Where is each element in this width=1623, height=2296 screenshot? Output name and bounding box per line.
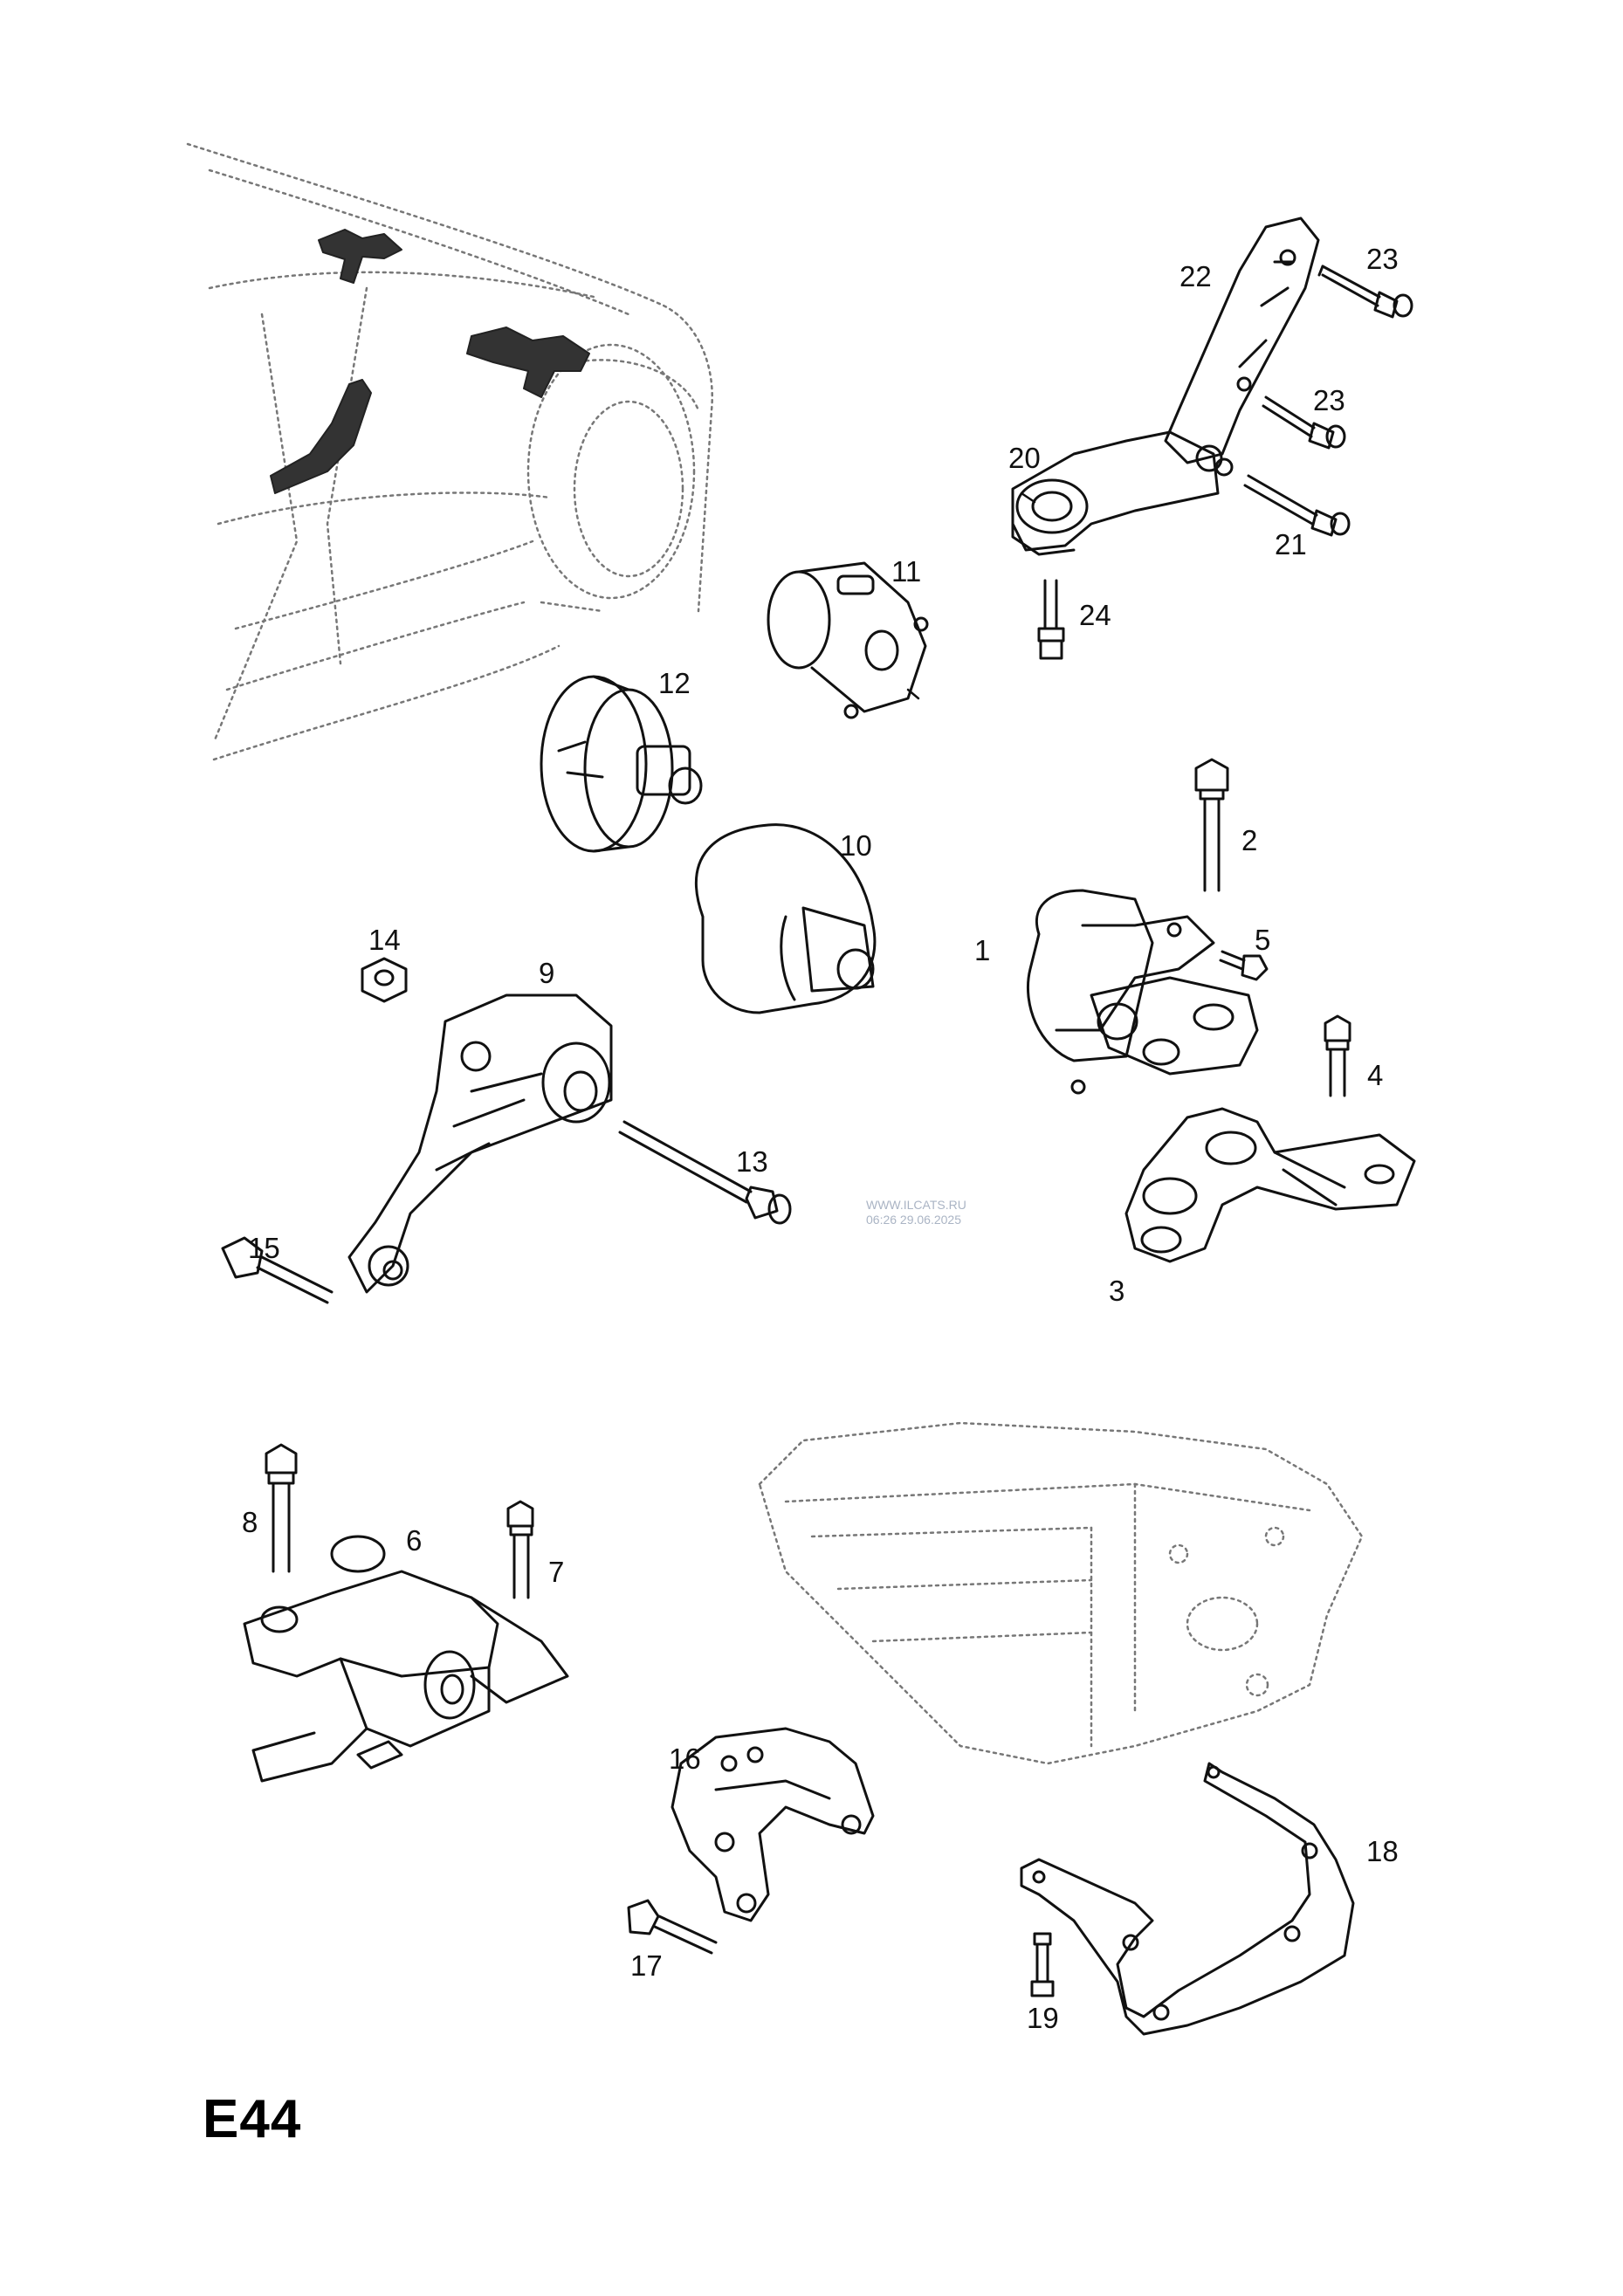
callout-12[interactable]: 12 [658, 667, 691, 699]
callout-19[interactable]: 19 [1027, 2002, 1059, 2034]
callout-9[interactable]: 9 [539, 957, 555, 989]
callout-21[interactable]: 21 [1275, 528, 1307, 560]
callout-8[interactable]: 8 [242, 1506, 258, 1538]
part-14-nut [361, 957, 408, 1003]
callout-17[interactable]: 17 [630, 1949, 663, 1982]
part-3-bracket [1124, 1107, 1416, 1263]
callout-15[interactable]: 15 [248, 1232, 280, 1264]
callout-18[interactable]: 18 [1366, 1835, 1399, 1867]
part-23-bolt-upper [1317, 265, 1413, 319]
part-16-bracket [671, 1727, 875, 1922]
callout-16[interactable]: 16 [669, 1743, 701, 1775]
callout-7[interactable]: 7 [548, 1556, 565, 1588]
part-12-round-mount [540, 675, 703, 853]
callout-5[interactable]: 5 [1255, 924, 1271, 956]
part-17-bolt [627, 1899, 718, 1955]
part-15-bolt [221, 1236, 334, 1304]
engine-block-illustration [758, 1421, 1364, 1765]
callout-13[interactable]: 13 [736, 1145, 768, 1178]
callout-23-upper[interactable]: 23 [1366, 243, 1399, 275]
car-mount-markers [270, 229, 590, 494]
part-13-long-bolt [618, 1120, 792, 1225]
callout-3[interactable]: 3 [1109, 1275, 1125, 1307]
part-24-bolt [1037, 579, 1065, 660]
part-5-bolt [1219, 950, 1269, 981]
callout-14[interactable]: 14 [368, 924, 401, 956]
part-23-bolt-middle [1262, 395, 1346, 450]
callout-6[interactable]: 6 [406, 1524, 423, 1557]
part-1-engine-mount [1026, 889, 1259, 1095]
part-18-cradle-bracket [1020, 1762, 1355, 2036]
part-9-torque-rod [347, 993, 613, 1294]
leader-lines [906, 492, 1036, 700]
part-4-bolt [1324, 1014, 1351, 1097]
callout-23-middle[interactable]: 23 [1313, 384, 1345, 416]
callout-10[interactable]: 10 [840, 829, 872, 862]
part-20-strut-bracket [1011, 430, 1220, 556]
callout-24[interactable]: 24 [1079, 599, 1111, 631]
part-10-rubber-mount [694, 823, 877, 1014]
watermark: WWW.ILCATS.RU 06:26 29.06.2025 [866, 1198, 966, 1227]
callout-4[interactable]: 4 [1367, 1059, 1384, 1091]
part-8-bolt [265, 1443, 298, 1573]
watermark-timestamp: 06:26 29.06.2025 [866, 1213, 961, 1227]
part-7-bolt [506, 1500, 534, 1599]
callout-2[interactable]: 2 [1241, 824, 1258, 856]
part-6-transmission-mount [243, 1535, 569, 1783]
callout-1[interactable]: 1 [974, 934, 991, 966]
part-22-strut-arm [1164, 217, 1320, 477]
car-outline-illustration [186, 142, 713, 761]
part-2-bolt [1194, 758, 1229, 892]
part-21-bolt [1243, 474, 1351, 537]
part-19-bolt [1030, 1932, 1055, 1997]
callout-22[interactable]: 22 [1179, 260, 1212, 292]
page-code: E44 [203, 2089, 302, 2149]
watermark-site: WWW.ILCATS.RU [866, 1198, 966, 1212]
callout-20[interactable]: 20 [1008, 442, 1041, 474]
part-11-bushing [767, 561, 929, 719]
callout-11[interactable]: 11 [891, 555, 922, 588]
